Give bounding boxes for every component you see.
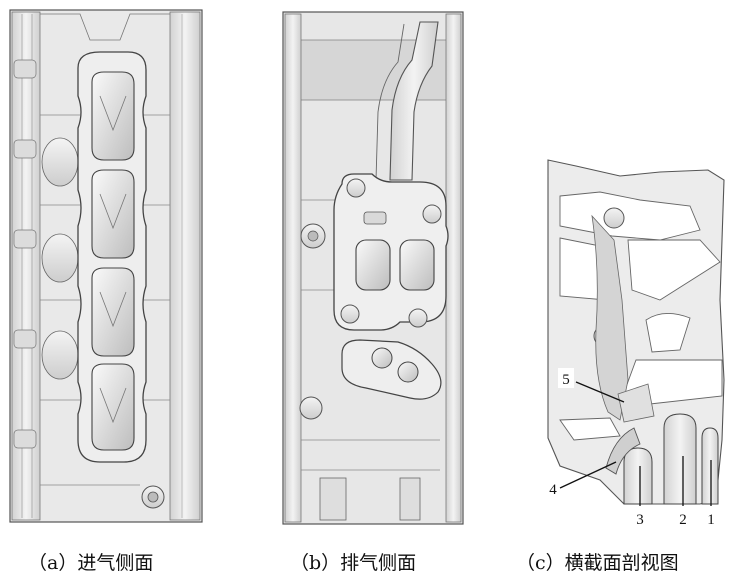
- callout-2: 2: [679, 512, 687, 528]
- panel-b-exhaust-side: [282, 11, 464, 525]
- caption-c: （c）横截面剖视图: [516, 552, 679, 574]
- panel-c-cross-section: 5 4 3 2 1: [547, 159, 725, 528]
- callout-4: 4: [549, 482, 557, 498]
- leader-line-5: [575, 381, 625, 403]
- caption-b: （b）排气侧面: [290, 552, 417, 574]
- leader-line-4: [559, 461, 617, 489]
- callout-5: 5: [562, 372, 570, 388]
- callout-3: 3: [636, 512, 644, 528]
- callout-1: 1: [707, 512, 715, 528]
- caption-a: （a）进气侧面: [28, 552, 154, 574]
- panel-a-intake-side: [9, 9, 203, 523]
